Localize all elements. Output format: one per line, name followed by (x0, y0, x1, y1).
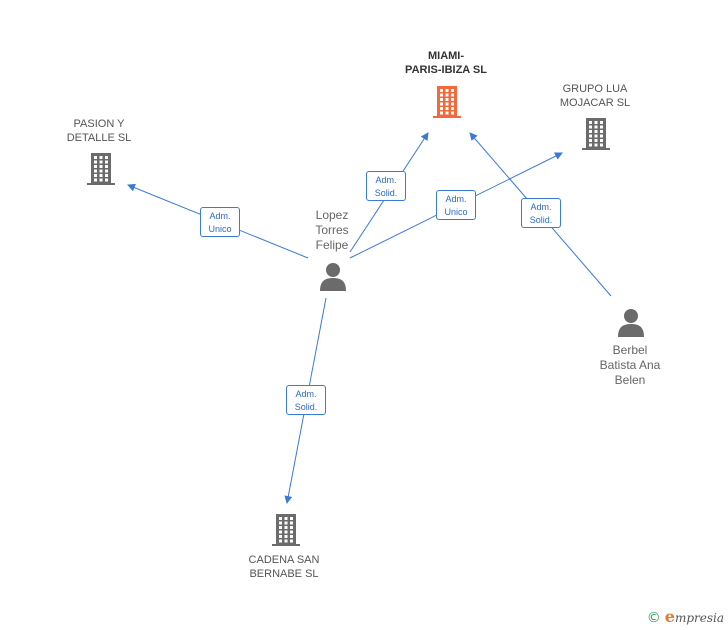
building-shape (433, 86, 461, 118)
relation-badge[interactable]: Adm. Solid. (366, 171, 406, 201)
brand-logo-e: e (664, 607, 675, 626)
building-icon-cadena[interactable] (270, 513, 302, 552)
person-icon-berbel[interactable] (617, 308, 645, 343)
relation-badge[interactable]: Adm. Solid. (521, 198, 561, 228)
person-label-berbel[interactable]: Berbel Batista Ana Belen (599, 343, 661, 387)
relation-badge[interactable]: Adm. Unico (436, 190, 476, 220)
company-label-cadena[interactable]: CADENA SAN BERNABE SL (248, 554, 320, 580)
company-label-miami[interactable]: MIAMI- PARIS-IBIZA SL (405, 50, 487, 76)
building-icon-grupo[interactable] (580, 117, 612, 156)
building-icon-miami[interactable] (431, 85, 463, 124)
person-label-lopez[interactable]: Lopez Torres Felipe (315, 208, 349, 252)
person-icon-lopez[interactable] (319, 262, 347, 297)
brand-footer[interactable]: ©empresia (647, 607, 724, 626)
copyright-icon: © (646, 610, 661, 626)
company-label-pasion[interactable]: PASION Y DETALLE SL (66, 118, 132, 144)
relation-badge[interactable]: Adm. Unico (200, 207, 240, 237)
company-label-grupo[interactable]: GRUPO LUA MOJACAR SL (559, 83, 631, 109)
brand-name: mpresia (674, 611, 724, 625)
building-icon-pasion[interactable] (85, 152, 117, 191)
relation-badge[interactable]: Adm. Solid. (286, 385, 326, 415)
